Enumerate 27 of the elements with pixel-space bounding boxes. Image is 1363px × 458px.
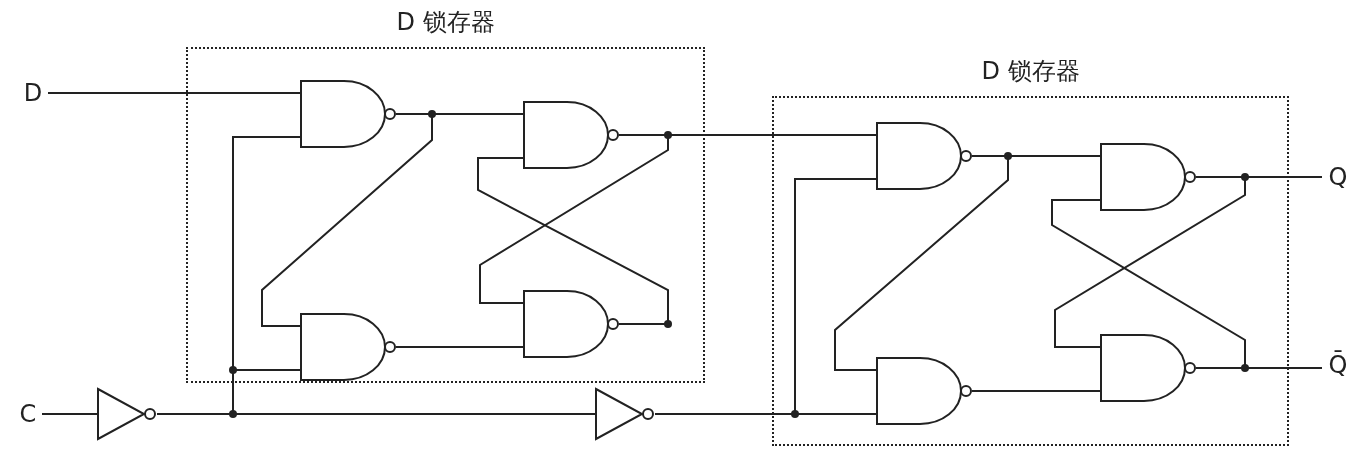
wire xyxy=(41,413,98,415)
latch-title: D 锁存器 xyxy=(395,7,496,37)
wire xyxy=(47,92,301,94)
wire xyxy=(477,157,669,325)
input-label: D xyxy=(18,78,48,108)
inverter xyxy=(97,388,157,440)
nand-gate xyxy=(300,80,396,148)
latch-title: D 锁存器 xyxy=(980,56,1081,86)
wire xyxy=(834,155,1009,371)
wire xyxy=(1195,367,1323,369)
wire xyxy=(971,390,1101,392)
nand-gate xyxy=(1100,143,1196,211)
inverter xyxy=(595,388,655,440)
wire xyxy=(395,346,524,348)
wire xyxy=(1054,176,1246,348)
wire xyxy=(654,413,877,415)
wire xyxy=(261,113,433,327)
input-label: C xyxy=(14,399,42,429)
output-label: Q xyxy=(1322,162,1354,192)
nand-gate xyxy=(876,357,972,425)
nand-gate xyxy=(1100,334,1196,402)
nand-gate xyxy=(523,101,619,169)
nand-gate xyxy=(876,122,972,190)
nand-gate xyxy=(300,313,396,381)
output-label: Q̄ xyxy=(1322,350,1354,386)
wire xyxy=(618,134,877,136)
nand-gate xyxy=(523,290,619,358)
